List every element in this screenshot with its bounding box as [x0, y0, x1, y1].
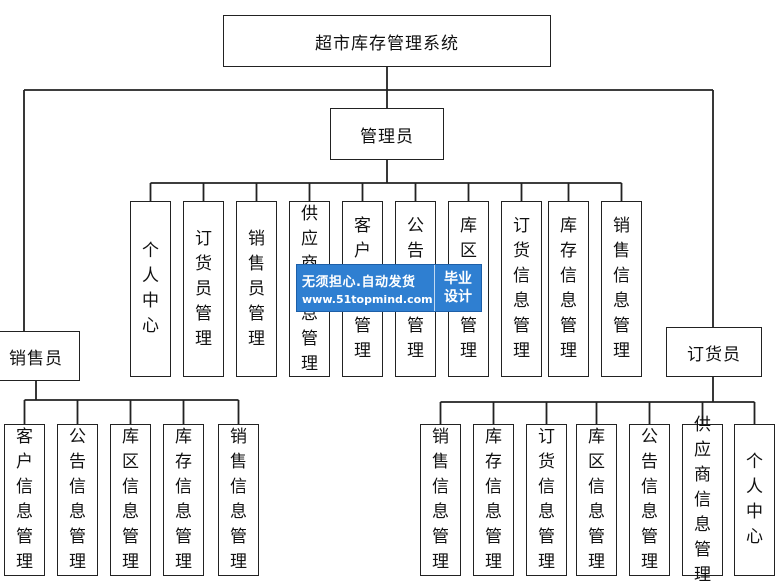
order-module-label: 库区信息管理 [588, 427, 605, 572]
order-module-label: 供应商信息管理 [694, 414, 711, 585]
order-module-label: 订货信息管理 [538, 427, 555, 572]
admin-module-node: 库存信息管理 [548, 201, 589, 377]
watermark-badge-bottom: 设计 [444, 289, 472, 305]
sales-module-label: 客户信息管理 [16, 427, 33, 572]
sales-module-node: 公告信息管理 [57, 424, 98, 576]
watermark-banner: 无须担心.自动发货 www.51topmind.com 毕业 设计 [296, 264, 482, 312]
order-module-label: 库存信息管理 [485, 427, 502, 572]
sales-module-label: 销售信息管理 [230, 427, 247, 572]
connector-lines [23, 67, 756, 424]
order-module-node: 供应商信息管理 [682, 415, 723, 585]
order-module-node: 库区信息管理 [576, 424, 617, 576]
system-root-label: 超市库存管理系统 [315, 33, 459, 54]
watermark-url: www.51topmind.com [302, 292, 433, 306]
order-module-node: 销售信息管理 [420, 424, 461, 576]
order-module-node: 个人中心 [734, 424, 775, 576]
admin-module-label: 销售员管理 [248, 228, 265, 349]
watermark-badge: 毕业 设计 [434, 265, 481, 311]
admin-module-label: 订货信息管理 [513, 216, 530, 361]
order-module-node: 库存信息管理 [473, 424, 514, 576]
sales-role-node: 销售员 [0, 331, 80, 381]
order-role-label: 订货员 [687, 344, 741, 365]
admin-module-node: 订货员管理 [183, 201, 224, 377]
order-module-label: 个人中心 [746, 452, 763, 547]
admin-role-node: 管理员 [330, 108, 444, 160]
admin-module-node: 个人中心 [130, 201, 171, 377]
order-module-label: 销售信息管理 [432, 427, 449, 572]
admin-module-node: 订货信息管理 [501, 201, 542, 377]
admin-module-label: 销售信息管理 [613, 216, 630, 361]
watermark-slogan: 无须担心.自动发货 [302, 274, 416, 290]
order-module-label: 公告信息管理 [641, 427, 658, 572]
sales-module-node: 库区信息管理 [110, 424, 151, 576]
admin-role-label: 管理员 [360, 126, 414, 147]
admin-module-label: 个人中心 [142, 241, 159, 336]
admin-module-node: 销售信息管理 [601, 201, 642, 377]
admin-module-label: 库存信息管理 [560, 216, 577, 361]
sales-module-label: 库存信息管理 [175, 427, 192, 572]
sales-module-node: 库存信息管理 [163, 424, 204, 576]
order-module-node: 订货信息管理 [526, 424, 567, 576]
admin-module-node: 销售员管理 [236, 201, 277, 377]
sales-role-label: 销售员 [9, 348, 63, 369]
sales-module-label: 库区信息管理 [122, 427, 139, 572]
watermark-badge-top: 毕业 [444, 271, 472, 287]
order-role-node: 订货员 [666, 327, 762, 377]
sales-module-node: 客户信息管理 [4, 424, 45, 576]
sales-module-label: 公告信息管理 [69, 427, 86, 572]
order-module-node: 公告信息管理 [629, 424, 670, 576]
admin-module-label: 订货员管理 [195, 228, 212, 349]
system-root-node: 超市库存管理系统 [223, 15, 551, 67]
sales-module-node: 销售信息管理 [218, 424, 259, 576]
